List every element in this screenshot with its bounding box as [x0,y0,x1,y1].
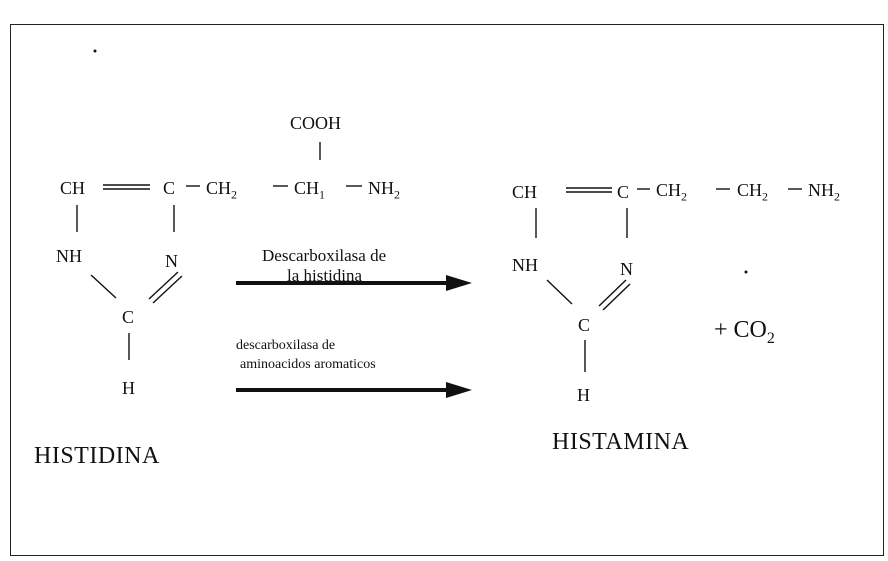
histidine-nh2-label: NH2 [368,179,400,201]
co2-text: + CO [714,317,767,343]
histidine-h-label: H [122,378,135,398]
histidine-name: HISTIDINA [34,443,160,469]
histamine-n-label: N [620,259,633,279]
histidine-ch-label: CH [60,178,86,198]
histidine-ch2-label: CH2 [206,179,237,201]
histamine-ch-label: CH [512,182,538,202]
co2-label: + CO2 [714,318,775,347]
histidine-cooh-label: COOH [290,113,342,133]
histamine-nh-c-bond [546,279,573,305]
histidine-n-c-double-a [148,271,179,300]
speck-dot [93,49,97,53]
histamine-n-c-double-b [602,283,631,311]
histidine-c-bottom-label: C [122,307,135,327]
histamine-name: HISTAMINA [552,429,690,455]
top-arrow-label-line1: Descarboxilasa de [262,246,387,265]
histamine-ch2a-subscript: 2 [681,189,688,204]
histidine-n-c-double-b [152,275,183,304]
histidine-c-label: C [163,178,176,198]
reaction-arrow-bottom-head [446,382,472,398]
histamine-nh2-text: NH [808,180,834,200]
histidine-nh2-text: NH [368,178,394,198]
histidine-ch1-subscript: 1 [319,187,326,202]
diagram-frame [10,24,884,556]
histidine-ch2-text: CH [206,178,232,198]
co2-subscript: 2 [766,329,775,347]
histidine-ch1-label: CH1 [294,179,325,201]
histidine-nh-label: NH [56,246,82,266]
histamine-nh2-subscript: 2 [834,189,840,204]
histamine-nh-label: NH [512,255,538,275]
bottom-arrow-label-line1: descarboxilasa de [236,338,336,353]
bottom-arrow-label-line2: aminoacidos aromaticos [240,357,376,372]
histamine-nh2-label: NH2 [808,181,840,203]
top-arrow-label-line2: la histidina [287,266,363,285]
histidine-nh-c-bond [90,274,117,299]
histamine-c-bottom-label: C [578,315,591,335]
histamine-ch2a-label: CH2 [656,181,687,203]
histidine-ch1-text: CH [294,178,320,198]
histamine-ch2b-label: CH2 [737,181,768,203]
histamine-ch2b-subscript: 2 [762,189,769,204]
reaction-arrow-top-head [446,275,472,291]
histidine-nh2-subscript: 2 [394,187,400,202]
histamine-h-label: H [577,385,590,405]
histamine-n-c-double-a [598,279,627,307]
speck-dot [744,270,748,274]
histamine-ch2b-text: CH [737,180,763,200]
histamine-c-label: C [617,182,630,202]
histidine-n-label: N [165,251,178,271]
histamine-ch2a-text: CH [656,180,682,200]
histidine-ch2-subscript: 2 [231,187,238,202]
